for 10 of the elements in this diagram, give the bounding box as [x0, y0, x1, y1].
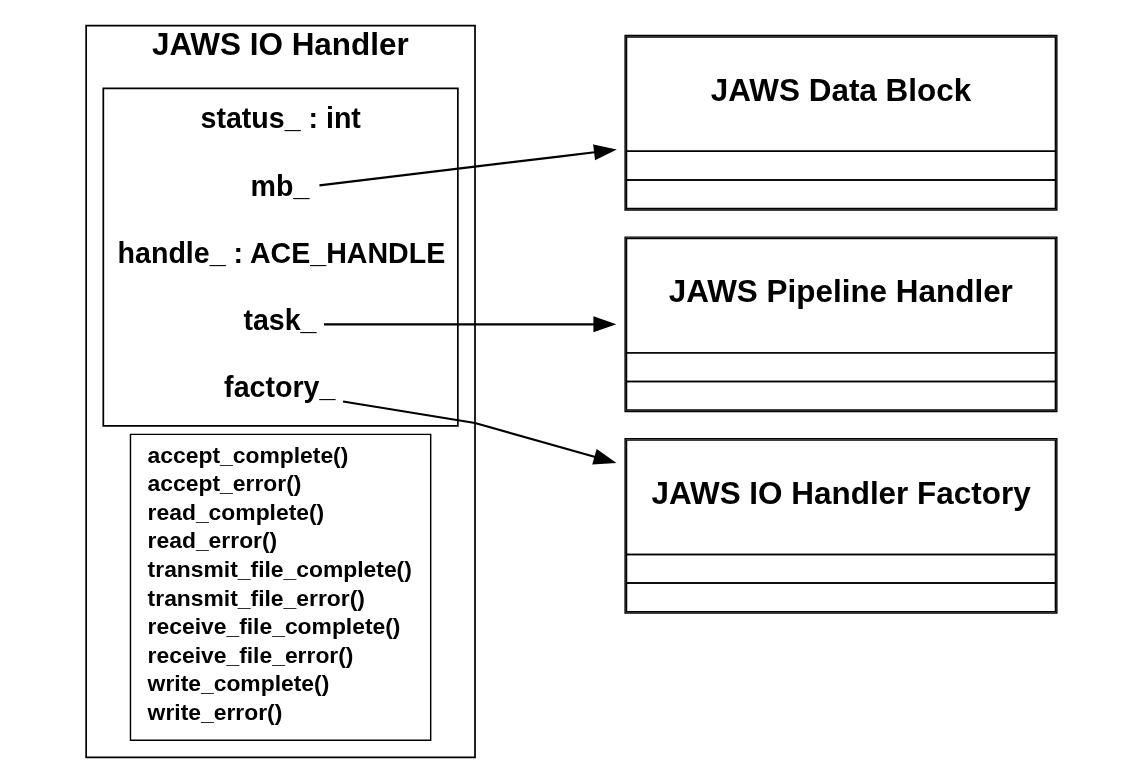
node-box: accept_complete() accept_error() read_complete() read_error() transmit_file_complete() transmit_file_error() receive_file_complete() receive_file_error() write_complete() write_error(): [129, 433, 432, 742]
node-text: mb_: [250, 169, 310, 202]
cluster: [102, 87, 459, 427]
node-text: handle_ : ACE_HANDLE: [117, 236, 446, 269]
node-text: status_ : int: [200, 102, 361, 135]
node-text: factory_: [224, 371, 336, 404]
arrow: [323, 316, 617, 333]
arrow: [319, 144, 617, 187]
arrow: [342, 400, 617, 465]
node-text: task_: [243, 304, 317, 337]
